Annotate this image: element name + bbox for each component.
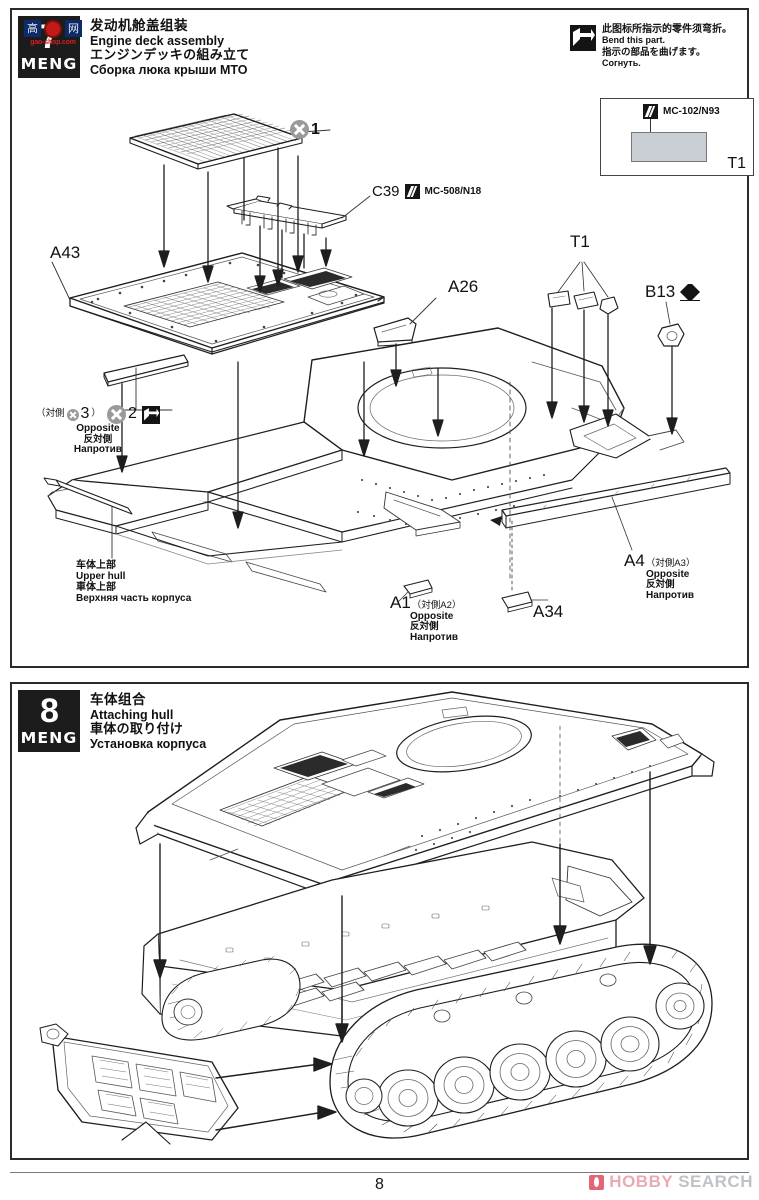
step-8-brand: MENG (20, 729, 78, 747)
step-8-title-ru: Установка корпуса (90, 736, 207, 751)
bend-part-icon (141, 406, 160, 424)
callout-c39-label: C39 (372, 183, 400, 200)
step-7-badge: 7 MENG (18, 16, 80, 78)
step-8-number: 8 (40, 692, 59, 730)
photo-etch-icon (404, 184, 420, 199)
hobby-search-search-text: SEARCH (678, 1172, 753, 1191)
opp-x3-jp-close: ） (91, 408, 101, 420)
bend-note-cn: 此图标所指示的零件须弯折。 (602, 24, 732, 35)
step-7-number: 7 (40, 18, 59, 56)
bend-note-jp: 指示の部品を曲げます。 (602, 46, 706, 58)
hobby-search-watermark: HOBBY SEARCH (589, 1172, 753, 1192)
label-upper-hull-ru: Верхняя часть корпуса (76, 593, 192, 604)
step-8-title-en: Attaching hull (90, 707, 174, 722)
callout-a26: A26 (448, 277, 479, 296)
callout-t1: T1 (570, 232, 590, 251)
opp-x3-jp-open: （対側 (36, 408, 65, 420)
label-upper-hull: 车体上部 Upper hull 車体上部 Верхняя часть корпу… (76, 560, 191, 604)
step-8-panel: 8 MENG 车体组合 Attaching hull 車体の取り付け Устан… (10, 682, 749, 1160)
step-8-artwork (39, 691, 715, 1145)
opp-a4-jp: 反対側 (646, 579, 675, 591)
bend-part-icon (570, 25, 596, 51)
opposite-note-x3-x2: （対側 3 ） 2 Opposite 反対側 Напротив (36, 405, 160, 456)
x1-marker: 1 (290, 120, 320, 139)
callout-c39-pe-code: MC-508/N18 (424, 186, 482, 197)
t1-pe-code: MC-102/N93 (663, 106, 720, 117)
bend-note-text: 此图标所指示的零件须弯折。 Bend this part. 指示の部品を曲げます… (602, 24, 732, 70)
step-7-title-jp: エンジンデッキの組み立て (90, 47, 250, 62)
t1-detail-box: MC-102/N93 T1 (600, 98, 754, 176)
step-8-title-jp: 車体の取り付け (90, 721, 184, 736)
t1-pe-label: MC-102/N93 (643, 104, 720, 119)
opp-x2-count: 2 (127, 405, 137, 423)
do-not-cement-icon (290, 120, 309, 139)
step-7-panel: 7 MENG 高 网 gao-shop.com 发动机舱盖组装 Engine d… (10, 8, 754, 668)
opp-a1-jp-paren: （対側A2） (411, 600, 462, 611)
callout-a4: A4 (624, 551, 645, 570)
step-7-title-ru: Сборка люка крыши MTO (90, 62, 248, 77)
opp-x3-jp: 反対側 (83, 433, 113, 445)
page-number: 8 (375, 1176, 384, 1193)
opp-x3-count: 3 (80, 405, 90, 423)
opp-a4-ru: Напротив (646, 589, 694, 601)
bend-note: 此图标所指示的零件须弯折。 Bend this part. 指示の部品を曲げます… (570, 24, 756, 72)
opp-a4-en: Opposite (646, 568, 690, 580)
callout-b13: B13 (645, 282, 701, 302)
opp-x3-ru: Напротив (73, 444, 122, 456)
do-not-cement-icon (66, 408, 79, 421)
label-upper-hull-en: Upper hull (76, 571, 126, 582)
opposite-note-a4-a3: A4 （対側A3） Opposite 反対側 Напротив (624, 551, 696, 601)
hobby-search-logo-icon (589, 1174, 605, 1190)
label-upper-hull-jp: 車体上部 (76, 582, 116, 593)
bend-note-ru: Согнуть. (602, 58, 641, 69)
opp-a1-ru: Напротив (410, 631, 458, 643)
photo-etch-icon (643, 104, 658, 119)
do-not-cement-icon (106, 405, 126, 424)
step-7-title-en: Engine deck assembly (90, 33, 225, 48)
t1-part-shape (631, 132, 707, 162)
step-8-title-cn: 车体组合 (90, 692, 146, 707)
callout-b13-label: B13 (645, 282, 676, 301)
bend-note-en: Bend this part. (602, 35, 666, 46)
opp-a1-jp: 反対側 (410, 621, 439, 633)
hobby-search-hobby-text: HOBBY (609, 1172, 674, 1191)
label-upper-hull-cn: 车体上部 (76, 560, 116, 571)
opp-x3-en: Opposite (76, 423, 120, 434)
t1-label: T1 (727, 155, 746, 172)
callout-a1: A1 (390, 593, 411, 612)
callout-a43: A43 (50, 243, 81, 262)
footer-divider (10, 1172, 749, 1173)
x1-count: 1 (311, 120, 320, 138)
opposite-note-a1-a2: A1 （対側A2） Opposite 反対側 Напротив (390, 593, 462, 643)
opp-a1-en: Opposite (410, 610, 454, 622)
step-8-badge: 8 MENG (18, 690, 80, 752)
step-7-brand: MENG (20, 55, 78, 73)
callout-a34: A34 (533, 602, 564, 621)
step-8-title: 车体组合 Attaching hull 車体の取り付け Установка ко… (90, 692, 207, 751)
step-7-title: 发动机舱盖组装 Engine deck assembly エンジンデッキの組み立… (90, 18, 250, 77)
callout-c39: C39 MC-508/N18 (372, 183, 481, 200)
bowtie-icon (680, 283, 701, 301)
opp-a4-jp-paren: （対側A3） (645, 558, 696, 569)
step-7-title-cn: 发动机舱盖组装 (90, 18, 188, 33)
